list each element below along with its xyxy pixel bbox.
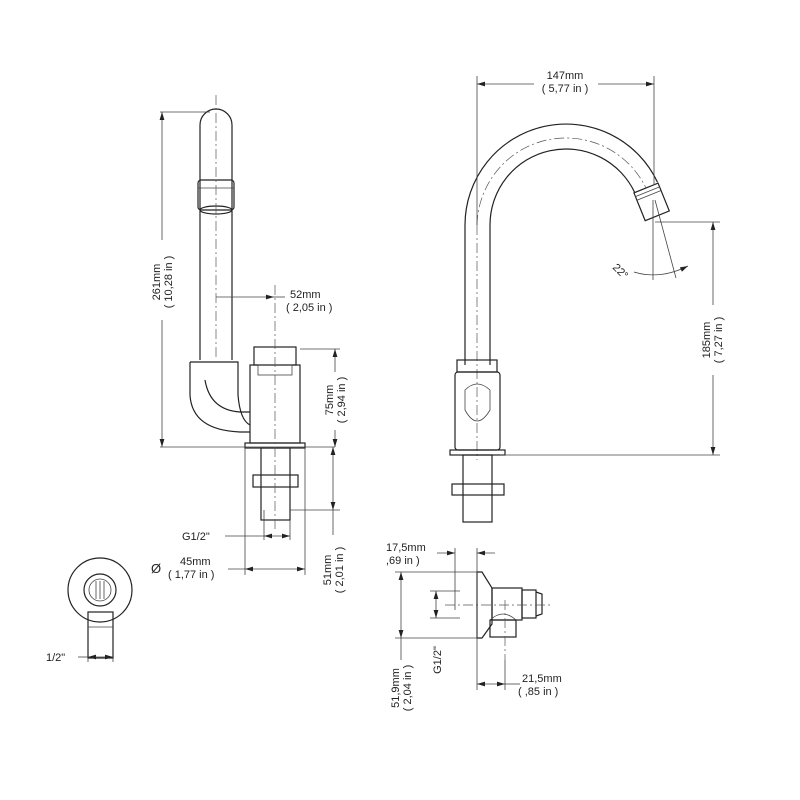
valve-height-in-label: ( 2,04 in ) <box>402 665 414 711</box>
valve-view <box>445 571 550 660</box>
diameter-label: 45mm <box>180 556 211 568</box>
reach-in-label: ( 5,77 in ) <box>542 83 588 95</box>
top-view: 1/2" <box>46 557 133 664</box>
side-view-dimensions: 261mm ( 10,28 in ) 52mm ( 2,05 in ) 75mm… <box>151 111 348 593</box>
diameter-symbol: Ø <box>151 561 161 576</box>
shank-length-in-label: ( 2,01 in ) <box>334 547 346 593</box>
valve-height-label: 51,9mm <box>390 668 402 708</box>
body-height-label: 75mm <box>324 385 336 416</box>
outlet-label: 21,5mm <box>522 673 562 685</box>
top-thread-label: 1/2" <box>46 652 65 664</box>
thread-label: G1/2" <box>182 531 210 543</box>
valve-dimensions: 17,5mm ,69 in ) 51,9mm ( 2,04 in ) G1/2"… <box>386 542 562 711</box>
reach-label: 147mm <box>547 70 584 82</box>
front-view-dimensions: 147mm ( 5,77 in ) 185mm ( 7,27 in ) 22° <box>476 70 725 456</box>
height-label: 261mm <box>151 264 163 301</box>
angle-label: 22° <box>610 262 630 282</box>
depth-label: 17,5mm <box>386 542 426 554</box>
offset-in-label: ( 2,05 in ) <box>286 302 332 314</box>
spout-height-in-label: ( 7,27 in ) <box>713 317 725 363</box>
front-view-faucet <box>449 123 671 523</box>
height-in-label: ( 10,28 in ) <box>163 256 175 309</box>
spout-height-label: 185mm <box>701 322 713 359</box>
shank-length-label: 51mm <box>322 555 334 586</box>
diameter-in-label: ( 1,77 in ) <box>168 569 214 581</box>
valve-thread-label: G1/2" <box>432 646 444 674</box>
outlet-in-label: ( ,85 in ) <box>518 686 558 698</box>
depth-in-label: ,69 in ) <box>386 555 420 567</box>
side-view-faucet <box>189 95 306 530</box>
offset-label: 52mm <box>290 289 321 301</box>
body-height-in-label: ( 2,94 in ) <box>336 377 348 423</box>
